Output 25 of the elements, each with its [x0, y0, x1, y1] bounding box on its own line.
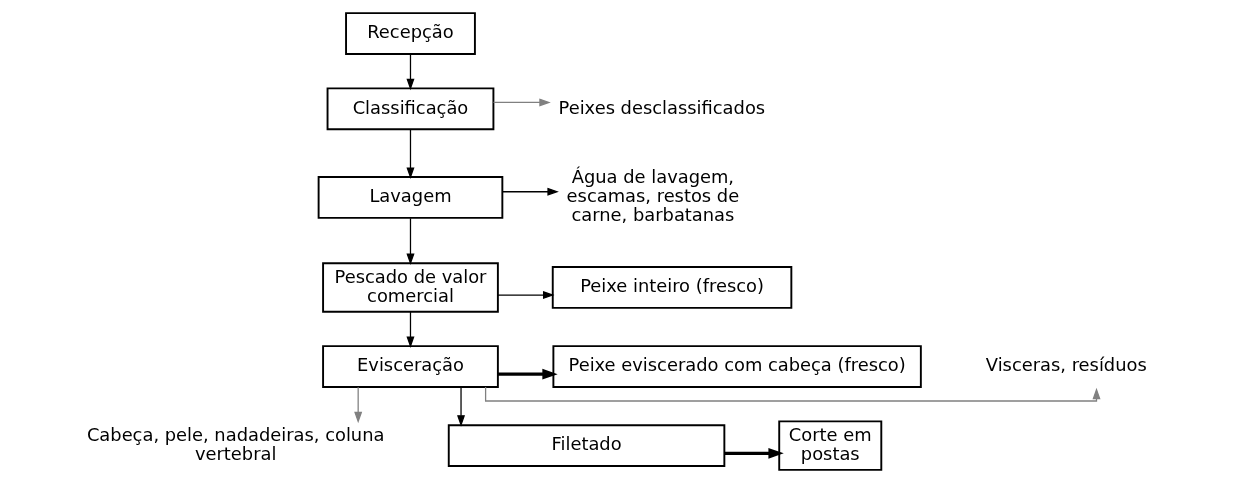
node-box: Pescado de valor comercial — [321, 262, 499, 313]
arrow — [496, 291, 554, 300]
node-box: Filetado — [447, 424, 725, 467]
arrow — [456, 386, 465, 427]
arrow — [484, 386, 1101, 402]
arrow — [405, 311, 414, 348]
node-box: Lavagem — [317, 176, 503, 219]
node-box: Peixe inteiro (fresco) — [551, 266, 792, 309]
node-text: Visceras, resíduos — [985, 354, 1147, 376]
node-box: Classificação — [326, 87, 494, 131]
node-box: Corte em postas — [777, 420, 882, 471]
arrow — [353, 386, 362, 424]
arrow — [501, 187, 559, 196]
arrow — [405, 128, 414, 179]
node-text: Cabeça, pele, nadadeiras, coluna vertebral — [86, 423, 384, 464]
arrow — [405, 217, 414, 266]
node-box: Evisceração — [321, 345, 499, 388]
arrow — [405, 53, 414, 91]
arrow — [497, 368, 558, 380]
arrow — [492, 98, 551, 107]
node-text: Água de lavagem, escamas, restos de carne, barbatanas — [566, 166, 739, 226]
node-box: Peixe eviscerado com cabeça (fresco) — [551, 345, 922, 388]
arrow — [723, 447, 784, 459]
node-text: Peixes desclassificados — [558, 96, 765, 118]
node-box: Recepção — [344, 12, 476, 55]
